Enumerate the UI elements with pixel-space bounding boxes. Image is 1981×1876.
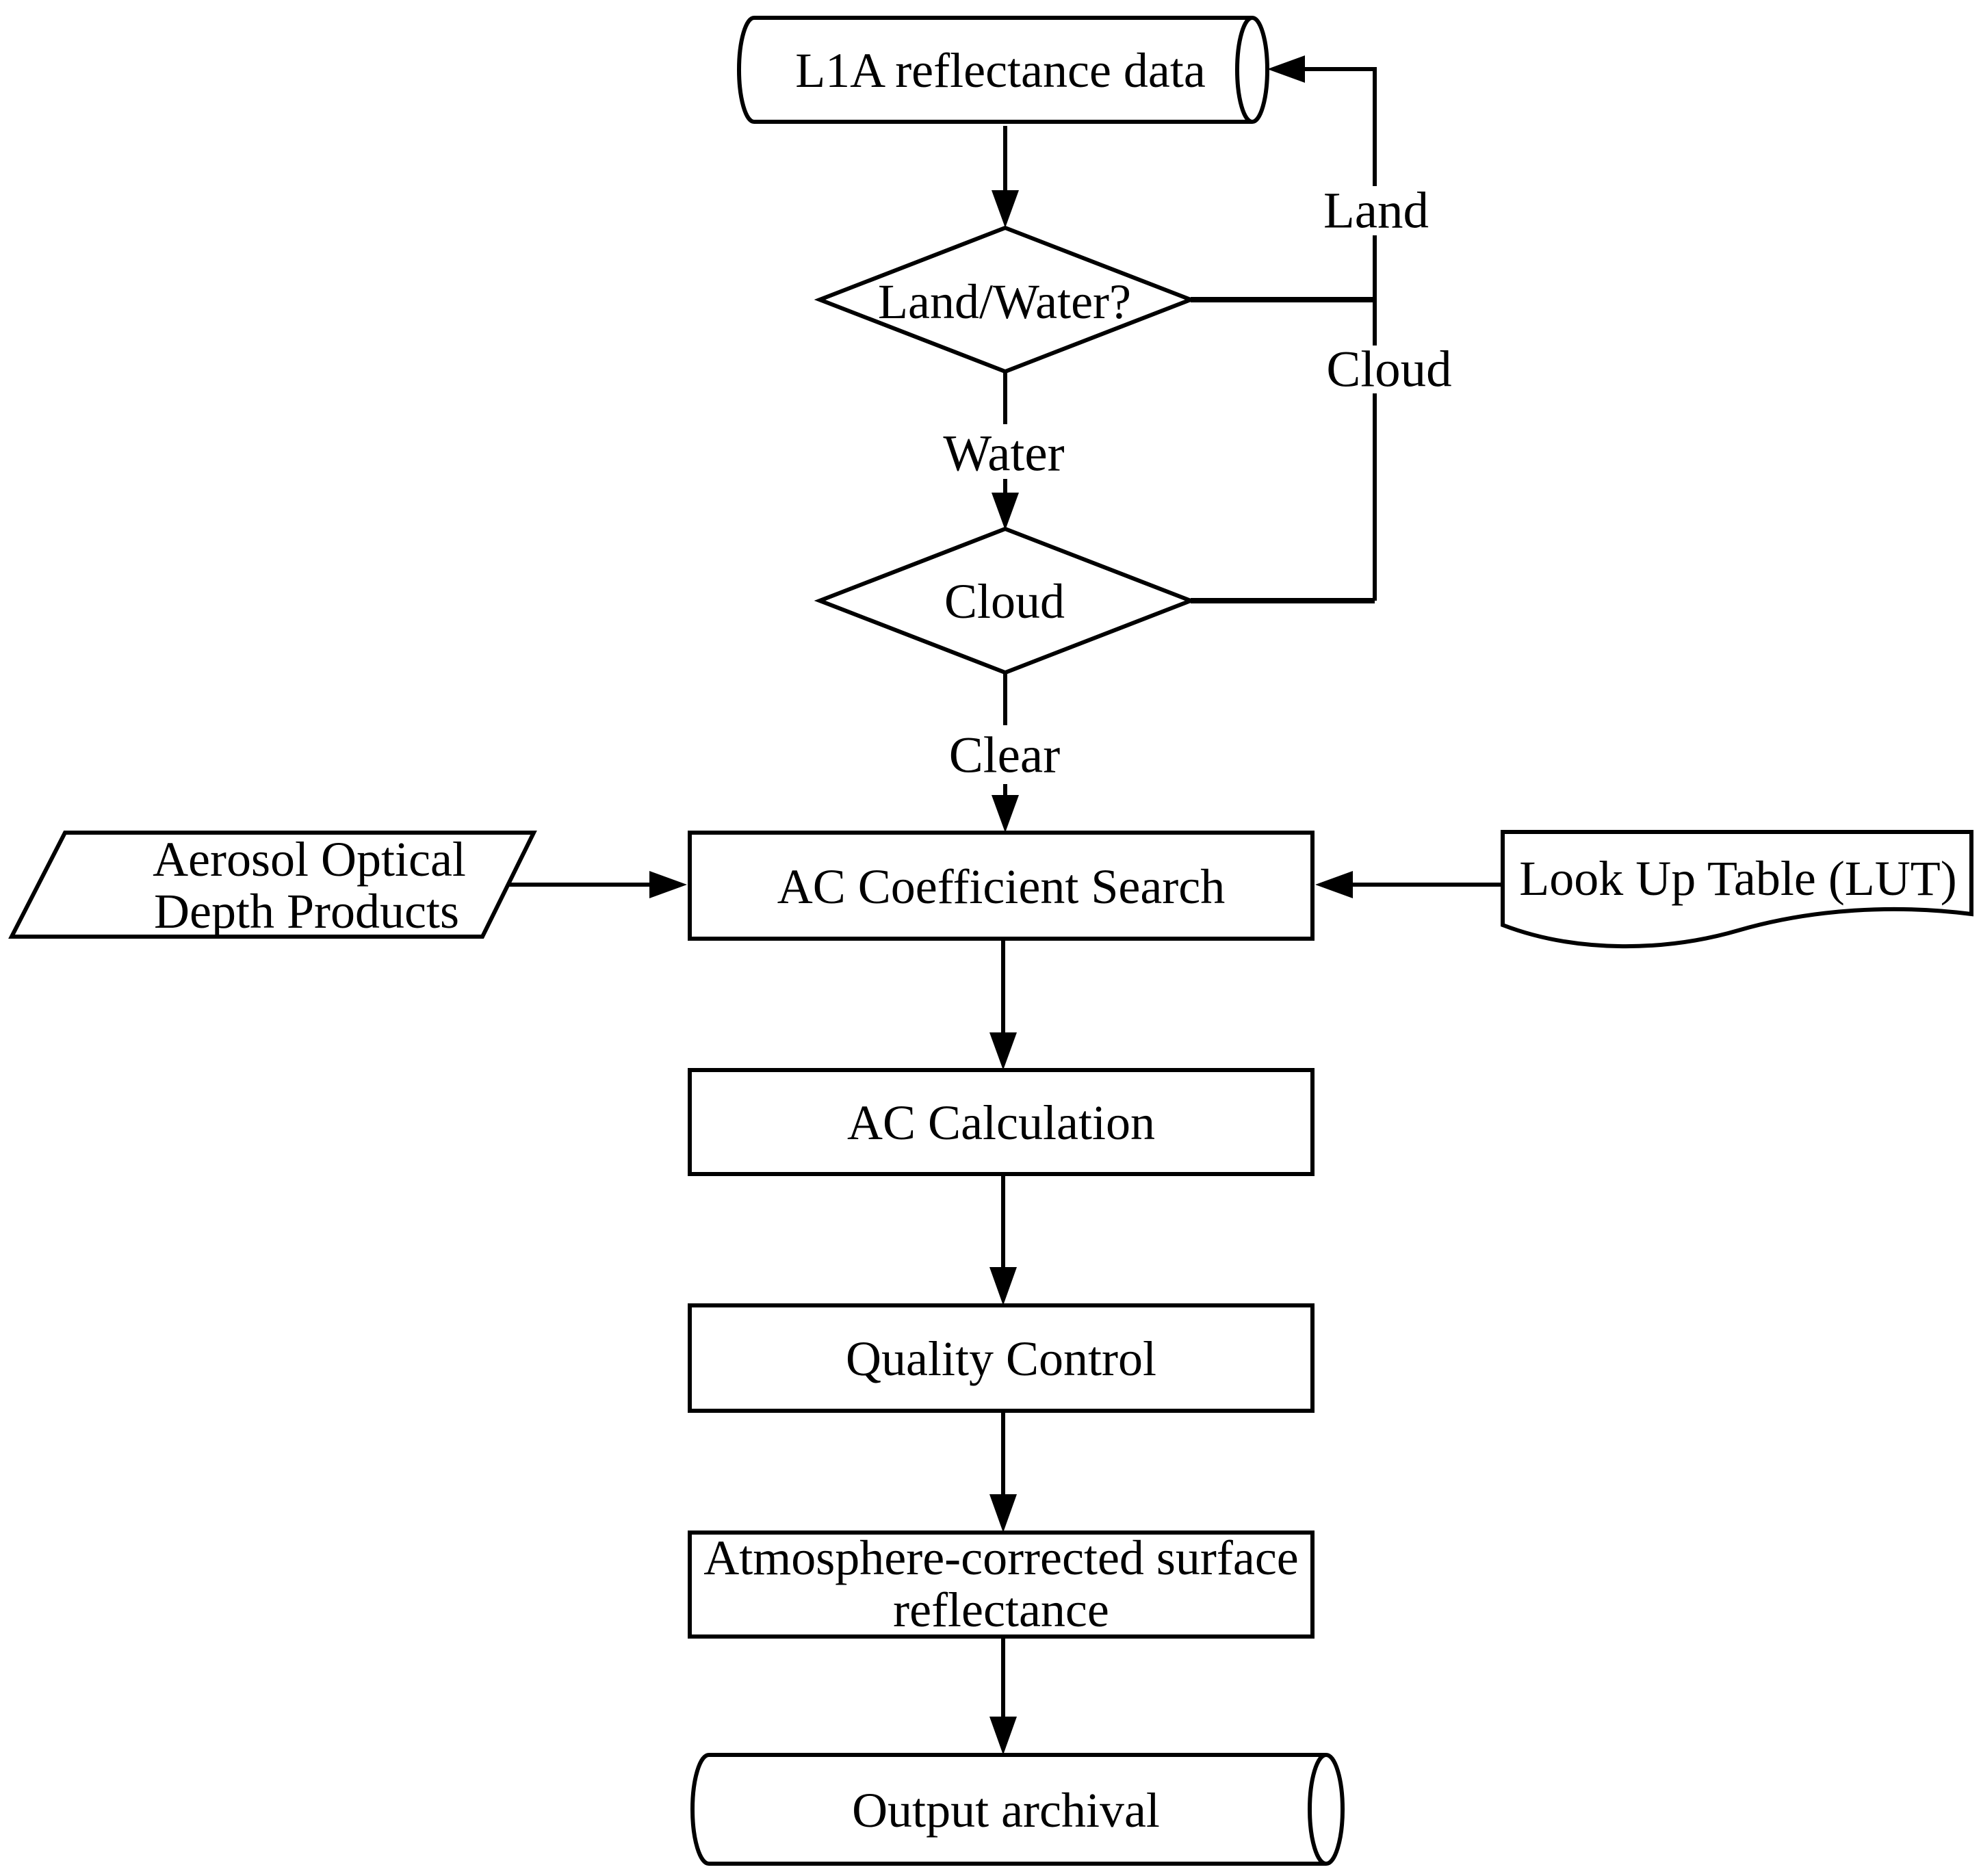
corrected-reflectance-label-line2: reflectance bbox=[893, 1582, 1109, 1637]
corrected-reflectance-label-line1: Atmosphere-corrected surface bbox=[703, 1530, 1299, 1585]
arrowhead-left-icon bbox=[1315, 871, 1353, 898]
lookup-table-node: Look Up Table (LUT) bbox=[1501, 830, 1973, 949]
arrowhead-left-icon bbox=[1267, 55, 1305, 83]
aerosol-label-line2: Depth Products bbox=[154, 884, 459, 939]
aerosol-parallelogram bbox=[8, 831, 537, 939]
cloud-decision-node: Cloud bbox=[814, 526, 1197, 675]
arrowhead-down-icon bbox=[989, 1717, 1017, 1755]
l1a-cylinder-node: L1A reflectance data bbox=[737, 16, 1269, 124]
aerosol-products-node: Aerosol Optical Depth Products bbox=[8, 831, 537, 939]
arrowhead-down-icon bbox=[992, 190, 1019, 228]
cloud-diamond bbox=[814, 526, 1197, 675]
ac-coefficient-search-box bbox=[688, 831, 1315, 941]
l1a-label: L1A reflectance data bbox=[795, 43, 1206, 98]
edge-label-land: Land bbox=[1323, 183, 1429, 239]
output-cylinder-body bbox=[692, 1755, 1326, 1864]
corrected-reflectance-box bbox=[688, 1530, 1315, 1639]
land-water-label: Land/Water? bbox=[878, 274, 1131, 329]
arrowhead-down-icon bbox=[989, 1494, 1017, 1533]
quality-control-label: Quality Control bbox=[846, 1331, 1156, 1386]
edge-label-clear: Clear bbox=[949, 727, 1060, 784]
arrowhead-down-icon bbox=[992, 795, 1019, 833]
cloud-decision-label: Cloud bbox=[944, 574, 1065, 629]
quality-control-box bbox=[688, 1303, 1315, 1413]
corrected-reflectance-node: Atmosphere-corrected surface reflectance bbox=[688, 1530, 1315, 1639]
output-cylinder-end-cap bbox=[1308, 1753, 1345, 1866]
output-archival-node: Output archival bbox=[690, 1753, 1345, 1866]
ac-calculation-box bbox=[688, 1068, 1315, 1176]
l1a-cylinder-left-arc bbox=[737, 16, 755, 124]
land-water-diamond bbox=[814, 225, 1197, 374]
ac-calculation-node: AC Calculation bbox=[688, 1068, 1315, 1176]
lookup-table-label: Look Up Table (LUT) bbox=[1519, 851, 1956, 906]
output-archival-label: Output archival bbox=[852, 1783, 1160, 1838]
edge-label-cloud: Cloud bbox=[1326, 341, 1451, 398]
ac-coefficient-search-node: AC Coefficient Search bbox=[688, 831, 1315, 941]
lookup-table-document bbox=[1501, 830, 1973, 949]
edge-label-water: Water bbox=[943, 426, 1064, 482]
ac-calculation-label: AC Calculation bbox=[847, 1095, 1155, 1150]
arrowhead-down-icon bbox=[992, 493, 1019, 530]
ac-coefficient-search-label: AC Coefficient Search bbox=[777, 859, 1225, 914]
l1a-cylinder-body bbox=[739, 18, 1252, 122]
output-cylinder-left-arc bbox=[690, 1753, 710, 1866]
arrowhead-down-icon bbox=[989, 1267, 1017, 1305]
arrowhead-down-icon bbox=[989, 1032, 1017, 1070]
aerosol-label-line1: Aerosol Optical bbox=[153, 832, 466, 887]
land-water-decision-node: Land/Water? bbox=[814, 225, 1197, 374]
quality-control-node: Quality Control bbox=[688, 1303, 1315, 1413]
l1a-cylinder-end-cap bbox=[1235, 16, 1269, 124]
arrowhead-right-icon bbox=[649, 871, 687, 898]
edge-feedback-upper bbox=[1305, 67, 1377, 186]
